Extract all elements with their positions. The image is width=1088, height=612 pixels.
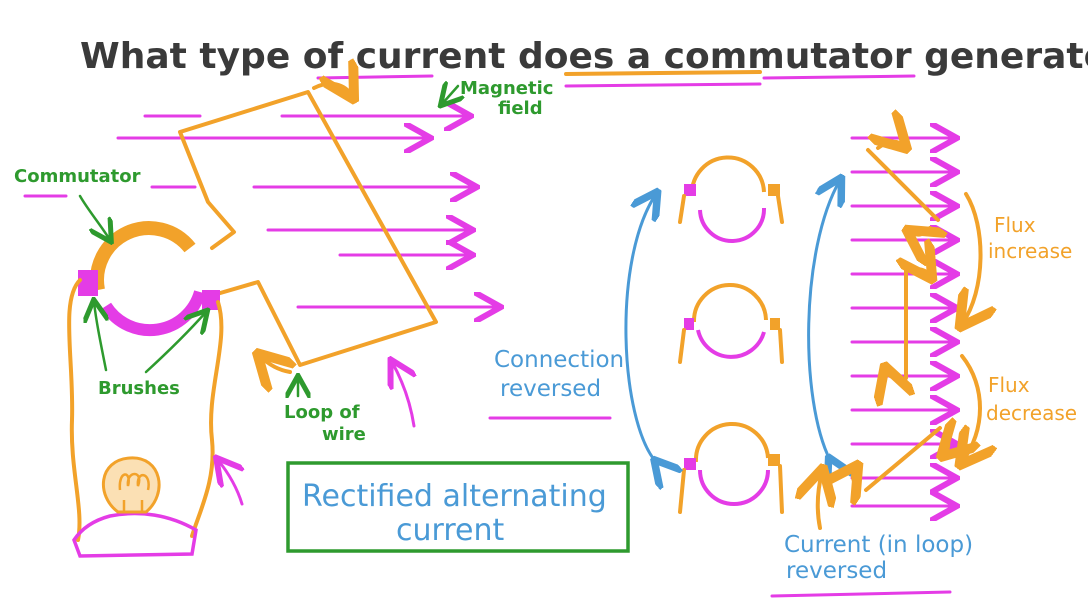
circuit-base (72, 511, 198, 558)
connection-arrow-left (624, 194, 656, 462)
label-flux-decrease-line1: Flux (988, 373, 1030, 397)
circuit-wire (67, 278, 224, 542)
label-current-reversed-line2: reversed (786, 558, 887, 584)
magnetic-field-arrows (23, 116, 498, 307)
commutator-stage-1 (678, 155, 784, 243)
loop-position-1 (866, 148, 940, 222)
answer-line1: Rectified alternating (302, 479, 607, 514)
label-magnetic-field-line1: Magnetic (460, 78, 553, 99)
current-reversed-underline (770, 590, 952, 598)
commutator-pointer (78, 194, 110, 240)
right-field-arrows (850, 138, 954, 506)
brush-left (78, 270, 98, 296)
flux-decrease-bracket (962, 354, 980, 462)
brushes-pointer-left (94, 302, 106, 372)
loop-spin-2 (910, 228, 930, 235)
commutator-stage-3 (678, 421, 784, 514)
loop-position-3 (864, 426, 942, 492)
question-title: What type of current does a commutator g… (80, 36, 1088, 77)
title-underlines (316, 70, 916, 88)
current-arrow-right (807, 180, 840, 460)
loop-spin-1 (878, 142, 904, 148)
label-brushes: Brushes (98, 378, 180, 399)
wire-loop (178, 90, 438, 367)
light-bulb-icon (102, 456, 161, 514)
loop-spin-4 (886, 370, 900, 378)
rotation-hint-orange (260, 356, 290, 372)
flux-increase-bracket (962, 192, 981, 324)
current-reversed-pointer (818, 472, 822, 530)
brush-right (202, 290, 220, 310)
answer-box (286, 461, 630, 553)
commutator (78, 221, 220, 337)
brushes-pointer-right (144, 312, 206, 374)
label-connection-reversed-line1: Connection (494, 347, 624, 373)
magnetic-field-pointer (442, 86, 458, 104)
label-current-reversed-line1: Current (in loop) (784, 532, 973, 558)
commutator-stage-2 (678, 283, 784, 364)
rotation-arrow-top (312, 84, 352, 96)
label-connection-reversed-line2: reversed (500, 376, 601, 402)
label-flux-increase-line1: Flux (994, 213, 1036, 237)
label-flux-decrease-line2: decrease (986, 401, 1077, 425)
label-magnetic-field-line2: field (498, 98, 543, 119)
loop-spin-6 (853, 468, 856, 486)
label-flux-increase-line2: increase (988, 239, 1072, 263)
label-loop-of-wire-line2: wire (322, 424, 366, 445)
label-loop-of-wire-line1: Loop of (284, 402, 360, 423)
rotation-hint-circuit (218, 460, 242, 506)
loop-spin-3 (912, 269, 930, 276)
loop-spin-5 (944, 436, 948, 454)
answer-line2: current (396, 513, 504, 548)
label-commutator: Commutator (14, 166, 141, 187)
rotation-hint-loop (392, 362, 414, 428)
